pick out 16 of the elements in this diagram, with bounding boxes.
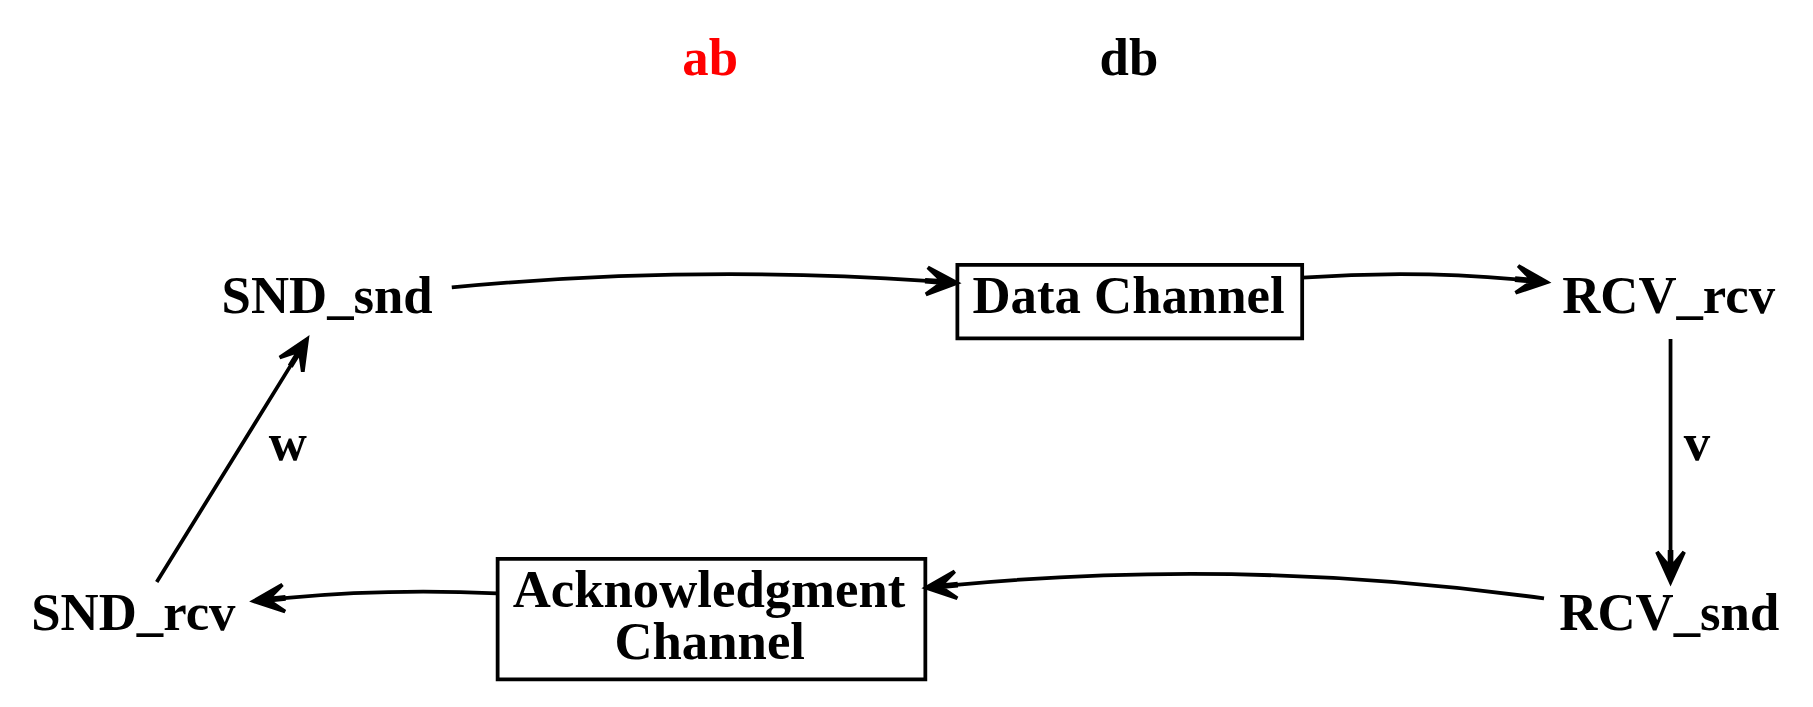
node-text: RCV_rcv (1562, 265, 1776, 324)
node-text: SND_rcv (31, 583, 236, 642)
edge-label: v (1683, 412, 1711, 471)
arrow (1302, 263, 1549, 295)
node-text: SND_snd (221, 265, 433, 324)
label: db (1099, 28, 1159, 87)
edge-label: w (268, 412, 307, 471)
node-box: Acknowledgment Channel (495, 557, 928, 682)
arrow (451, 265, 959, 297)
arrow (924, 569, 1545, 601)
label: ab (682, 28, 738, 87)
arrow (1655, 338, 1686, 584)
arrow (251, 582, 497, 614)
node-text: RCV_snd (1559, 583, 1780, 642)
arrow (155, 337, 309, 584)
node-box: Data Channel (955, 263, 1305, 341)
